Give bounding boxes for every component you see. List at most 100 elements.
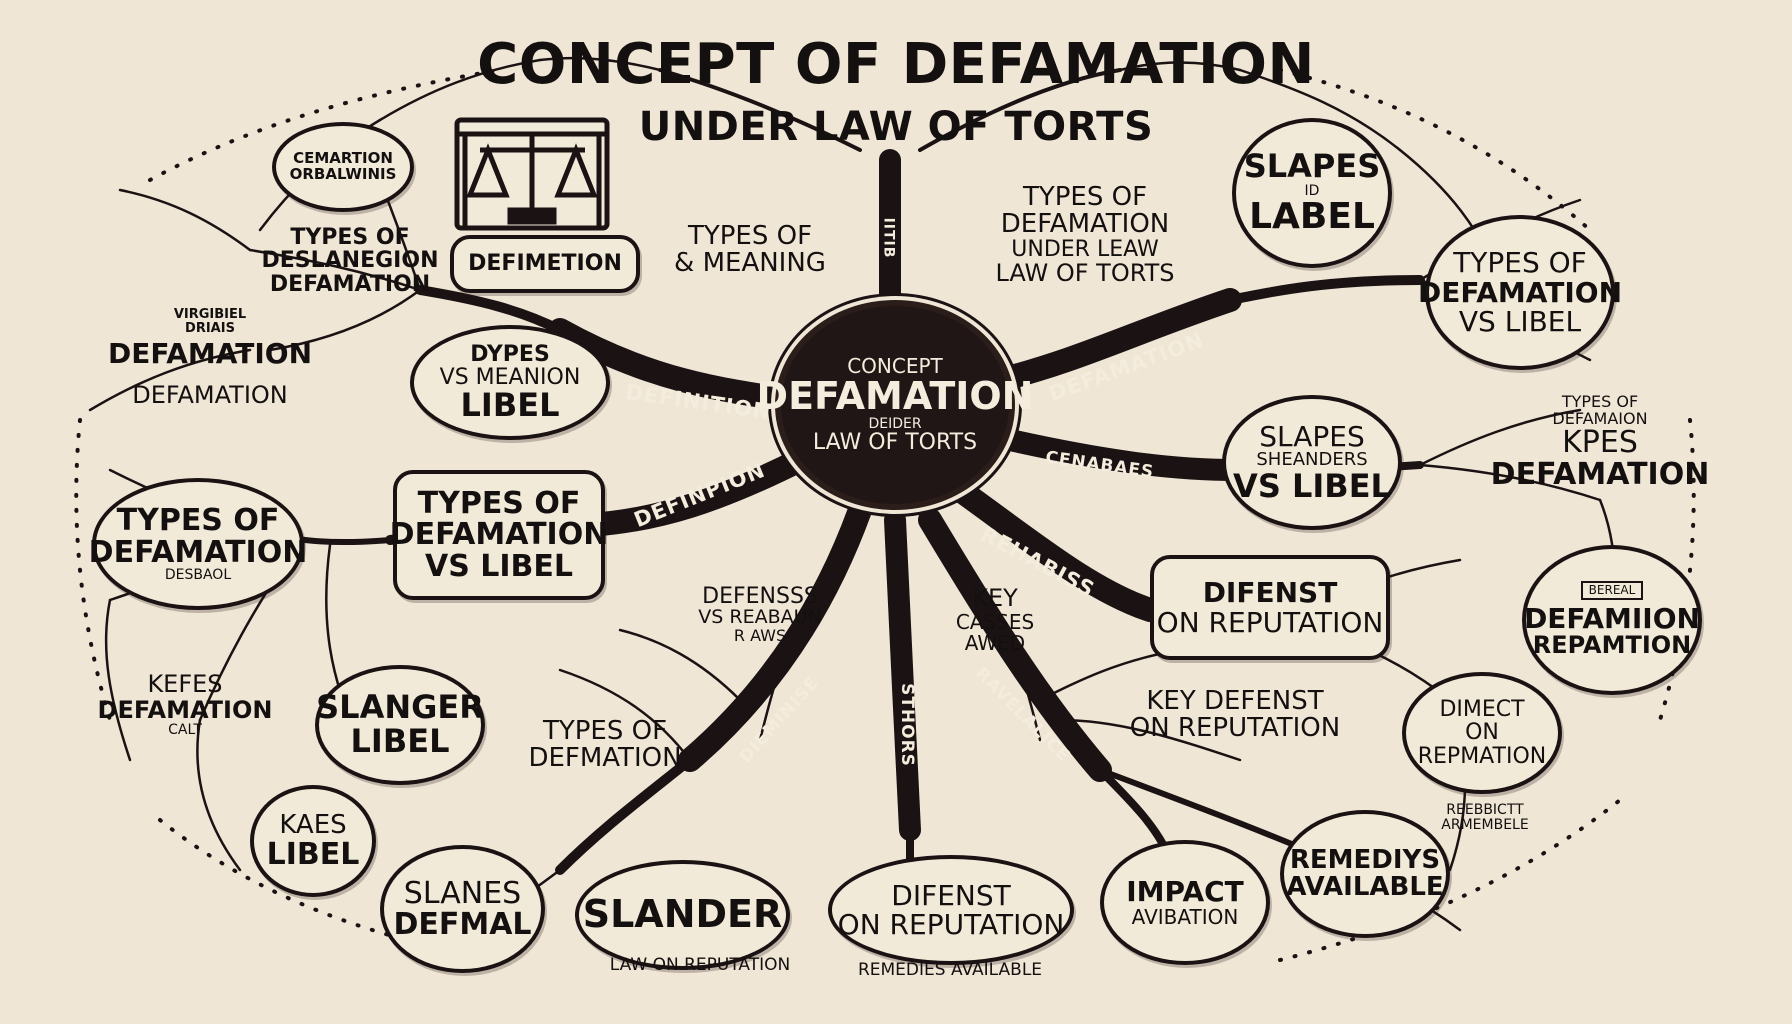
node-left-defamation-line-4: DEFAMATION: [132, 380, 288, 409]
node-types-deslanegion[interactable]: TYPES OF DESLANEGION DEFAMATION: [255, 215, 445, 307]
node-types-under-law-line-2: DEFAMATION: [1000, 208, 1170, 239]
node-slapes-label[interactable]: SLAPES ID LABEL: [1232, 118, 1392, 268]
node-slanger-libel-line-2: LIBEL: [350, 722, 450, 760]
node-difenst-bottom-line-2: ON REPUTATION: [837, 908, 1065, 941]
node-dypes-line-1: DYPES: [470, 341, 550, 367]
branch-right-lower: [948, 478, 1162, 622]
node-types-vs-libel-right-line-3: VS LIBEL: [1458, 305, 1582, 339]
node-types-vs-libel-rect-line-1: TYPES OF: [417, 485, 581, 521]
node-types-meaning[interactable]: TYPES OF & MEANING: [650, 215, 850, 285]
node-difenst-bottom-line-1: DIFENST: [891, 878, 1011, 912]
node-difenst-rect-line-1: DIFENST: [1202, 576, 1338, 610]
node-slanes-defmal-line-2: DEFMAL: [393, 907, 532, 942]
node-defamiion-tag: BEREAL: [1580, 581, 1644, 600]
node-defimetion[interactable]: DEFIMETION: [450, 235, 640, 293]
node-types-vs-libel-right-line-1: TYPES OF: [1453, 246, 1587, 280]
node-slapes-label-line-3: LABEL: [1249, 196, 1375, 238]
node-slapes-label-line-2: ID: [1304, 182, 1320, 199]
node-defamiion[interactable]: BEREAL DEFAMIION REPAMTION: [1522, 545, 1702, 695]
node-impect[interactable]: DIMECT ON REPMATION: [1402, 672, 1562, 794]
node-kefes-line-2: DEFAMATION: [97, 695, 273, 724]
node-slander-line-2: LAW ON REPUTATION: [609, 955, 791, 976]
node-reebbict-line-1: REEBBICTT: [1446, 802, 1524, 819]
node-kpes-line-2: DEFAMAION: [1552, 408, 1648, 428]
node-left-defamation-line-3: DEFAMATION: [107, 337, 313, 371]
node-reebbict-line-2: ARMEMBELE: [1441, 817, 1529, 833]
node-types-deslanegion-line-1: TYPES OF: [290, 225, 410, 251]
node-key-cases-line-3: AWED: [964, 630, 1026, 655]
node-remedies-line-1: REMEDIYS: [1289, 844, 1441, 875]
branch-right-mid: [999, 429, 1246, 481]
node-impact-line-1: IMPACT: [1126, 875, 1244, 909]
node-dypes-line-3: LIBEL: [460, 385, 560, 424]
node-key-cases[interactable]: KEY CASSES AWED: [935, 580, 1055, 660]
node-key-cases-line-1: KEY: [972, 584, 1018, 613]
node-cemartion-line-1: CEMARTION: [293, 149, 393, 168]
node-key-defenst-line-1: KEY DEFENST: [1146, 685, 1324, 716]
node-impect-line-3: REPMATION: [1417, 743, 1547, 769]
node-kpes-line-4: DEFAMATION: [1490, 456, 1710, 492]
node-types-deslanegion-line-2: DESLANEGION: [261, 248, 439, 274]
scales-of-justice-icon: [454, 117, 610, 231]
node-kaes-libel-line-1: KAES: [279, 809, 347, 840]
node-slapes-vs-libel[interactable]: SLAPES SHEANDERS VS LIBEL: [1222, 395, 1402, 530]
branch-bottom-mid: [884, 509, 921, 841]
node-cemartion-line-2: ORBALWINIS: [289, 165, 397, 183]
node-types-vs-libel-rect[interactable]: TYPES OF DEFAMATION VS LIBEL: [390, 470, 608, 600]
node-types-left-circle-line-1: TYPES OF: [116, 503, 280, 539]
node-impact-line-2: AVIBATION: [1131, 904, 1239, 929]
node-slander-line-1: SLANDER: [582, 892, 783, 937]
node-types-under-law-line-1: TYPES OF: [1022, 181, 1148, 212]
node-types-vs-libel-right[interactable]: TYPES OF DEFAMATION VS LIBEL: [1418, 215, 1622, 370]
center-line-4: LAW OF TORTS: [812, 430, 978, 456]
node-slapes-vs-libel-line-2: SHEANDERS: [1256, 448, 1368, 470]
node-types-deslanegion-line-3: DEFAMATION: [269, 271, 431, 297]
node-types-bottom[interactable]: TYPES OF DEFMATION: [515, 705, 695, 785]
node-reebbict[interactable]: REEBBICTT ARMEMBELE: [1410, 798, 1560, 838]
node-slanes-defmal-line-1: SLANES: [403, 875, 522, 911]
node-dypes[interactable]: DYPES VS MEANION LIBEL: [410, 325, 610, 440]
branch-left-upper: [548, 318, 802, 412]
node-kefes-line-3: CALT: [168, 721, 202, 738]
node-left-defamation[interactable]: VIRGIBIEL DRIAIS DEFAMATION DEFAMATION: [105, 278, 315, 438]
node-types-vs-libel-right-line-2: DEFAMATION: [1417, 275, 1623, 309]
node-kaes-libel[interactable]: KAES LIBEL: [250, 785, 376, 897]
node-difenst-bottom[interactable]: DIFENST ON REPUTATION: [828, 855, 1074, 965]
node-types-left-circle-line-3: DESBAOL: [164, 567, 232, 584]
node-remedies[interactable]: REMEDIYS AVAILABLE: [1280, 810, 1450, 938]
node-kpes[interactable]: TYPES OF DEFAMAION KPES DEFAMATION: [1491, 372, 1710, 512]
node-impect-line-1: DIMECT: [1439, 697, 1525, 723]
node-cemartion[interactable]: CEMARTION ORBALWINIS: [272, 122, 414, 212]
node-kpes-line-3: KPES: [1562, 425, 1638, 461]
center-line-3: DEIDER: [868, 415, 922, 432]
node-left-defamation-line-2: DRIAIS: [185, 320, 235, 336]
center-line-1: CONCEPT: [847, 353, 943, 378]
node-defamiion-line-1: DEFAMIION: [1524, 602, 1700, 635]
center-node[interactable]: CONCEPT DEFAMATION DEIDER LAW OF TORTS: [757, 300, 1033, 510]
node-slanger-libel-line-1: SLANGER: [316, 688, 484, 727]
branch-label-top: IITIB: [880, 217, 897, 259]
node-key-cases-line-2: CASSES: [955, 609, 1035, 634]
node-defenses-mid-line-1: DEFENSSS: [702, 584, 818, 610]
node-kefes[interactable]: KEFES DEFAMATION CALT: [97, 660, 273, 750]
node-remedies-line-2: AVAILABLE: [1286, 872, 1444, 902]
node-difenst-rect[interactable]: DIFENST ON REPUTATION: [1150, 555, 1390, 660]
branch-label-bottom-mid: STHORS: [896, 683, 917, 767]
page-subtitle: UNDER LAW OF TORTS: [638, 104, 1154, 150]
node-defenses-mid[interactable]: DEFENSSS VS REABAUN R AWS: [660, 565, 860, 665]
node-key-defenst-line-2: ON REPUTATION: [1129, 713, 1341, 743]
node-kpes-line-1: TYPES OF: [1561, 391, 1639, 411]
node-dypes-line-2: VS MEANION: [439, 364, 581, 390]
node-slander[interactable]: SLANDER: [575, 860, 790, 970]
node-types-under-law[interactable]: TYPES OF DEFAMATION UNDER LEAW LAW OF TO…: [970, 170, 1200, 300]
node-types-under-law-line-3: UNDER LEAW: [1011, 237, 1159, 263]
node-kaes-libel-line-2: LIBEL: [266, 836, 360, 872]
branch-right-upper: [988, 288, 1242, 392]
node-slanes-defmal[interactable]: SLANES DEFMAL: [380, 845, 545, 973]
node-slanger-libel[interactable]: SLANGER LIBEL: [315, 665, 485, 785]
node-impact[interactable]: IMPACT AVIBATION: [1100, 840, 1270, 965]
node-types-left-circle[interactable]: TYPES OF DEFAMATION DESBAOL: [89, 478, 307, 610]
node-slapes-label-line-1: SLAPES: [1243, 146, 1381, 185]
node-defimetion-label: DEFIMETION: [468, 251, 622, 277]
node-key-defenst[interactable]: KEY DEFENST ON REPUTATION: [1105, 680, 1365, 750]
